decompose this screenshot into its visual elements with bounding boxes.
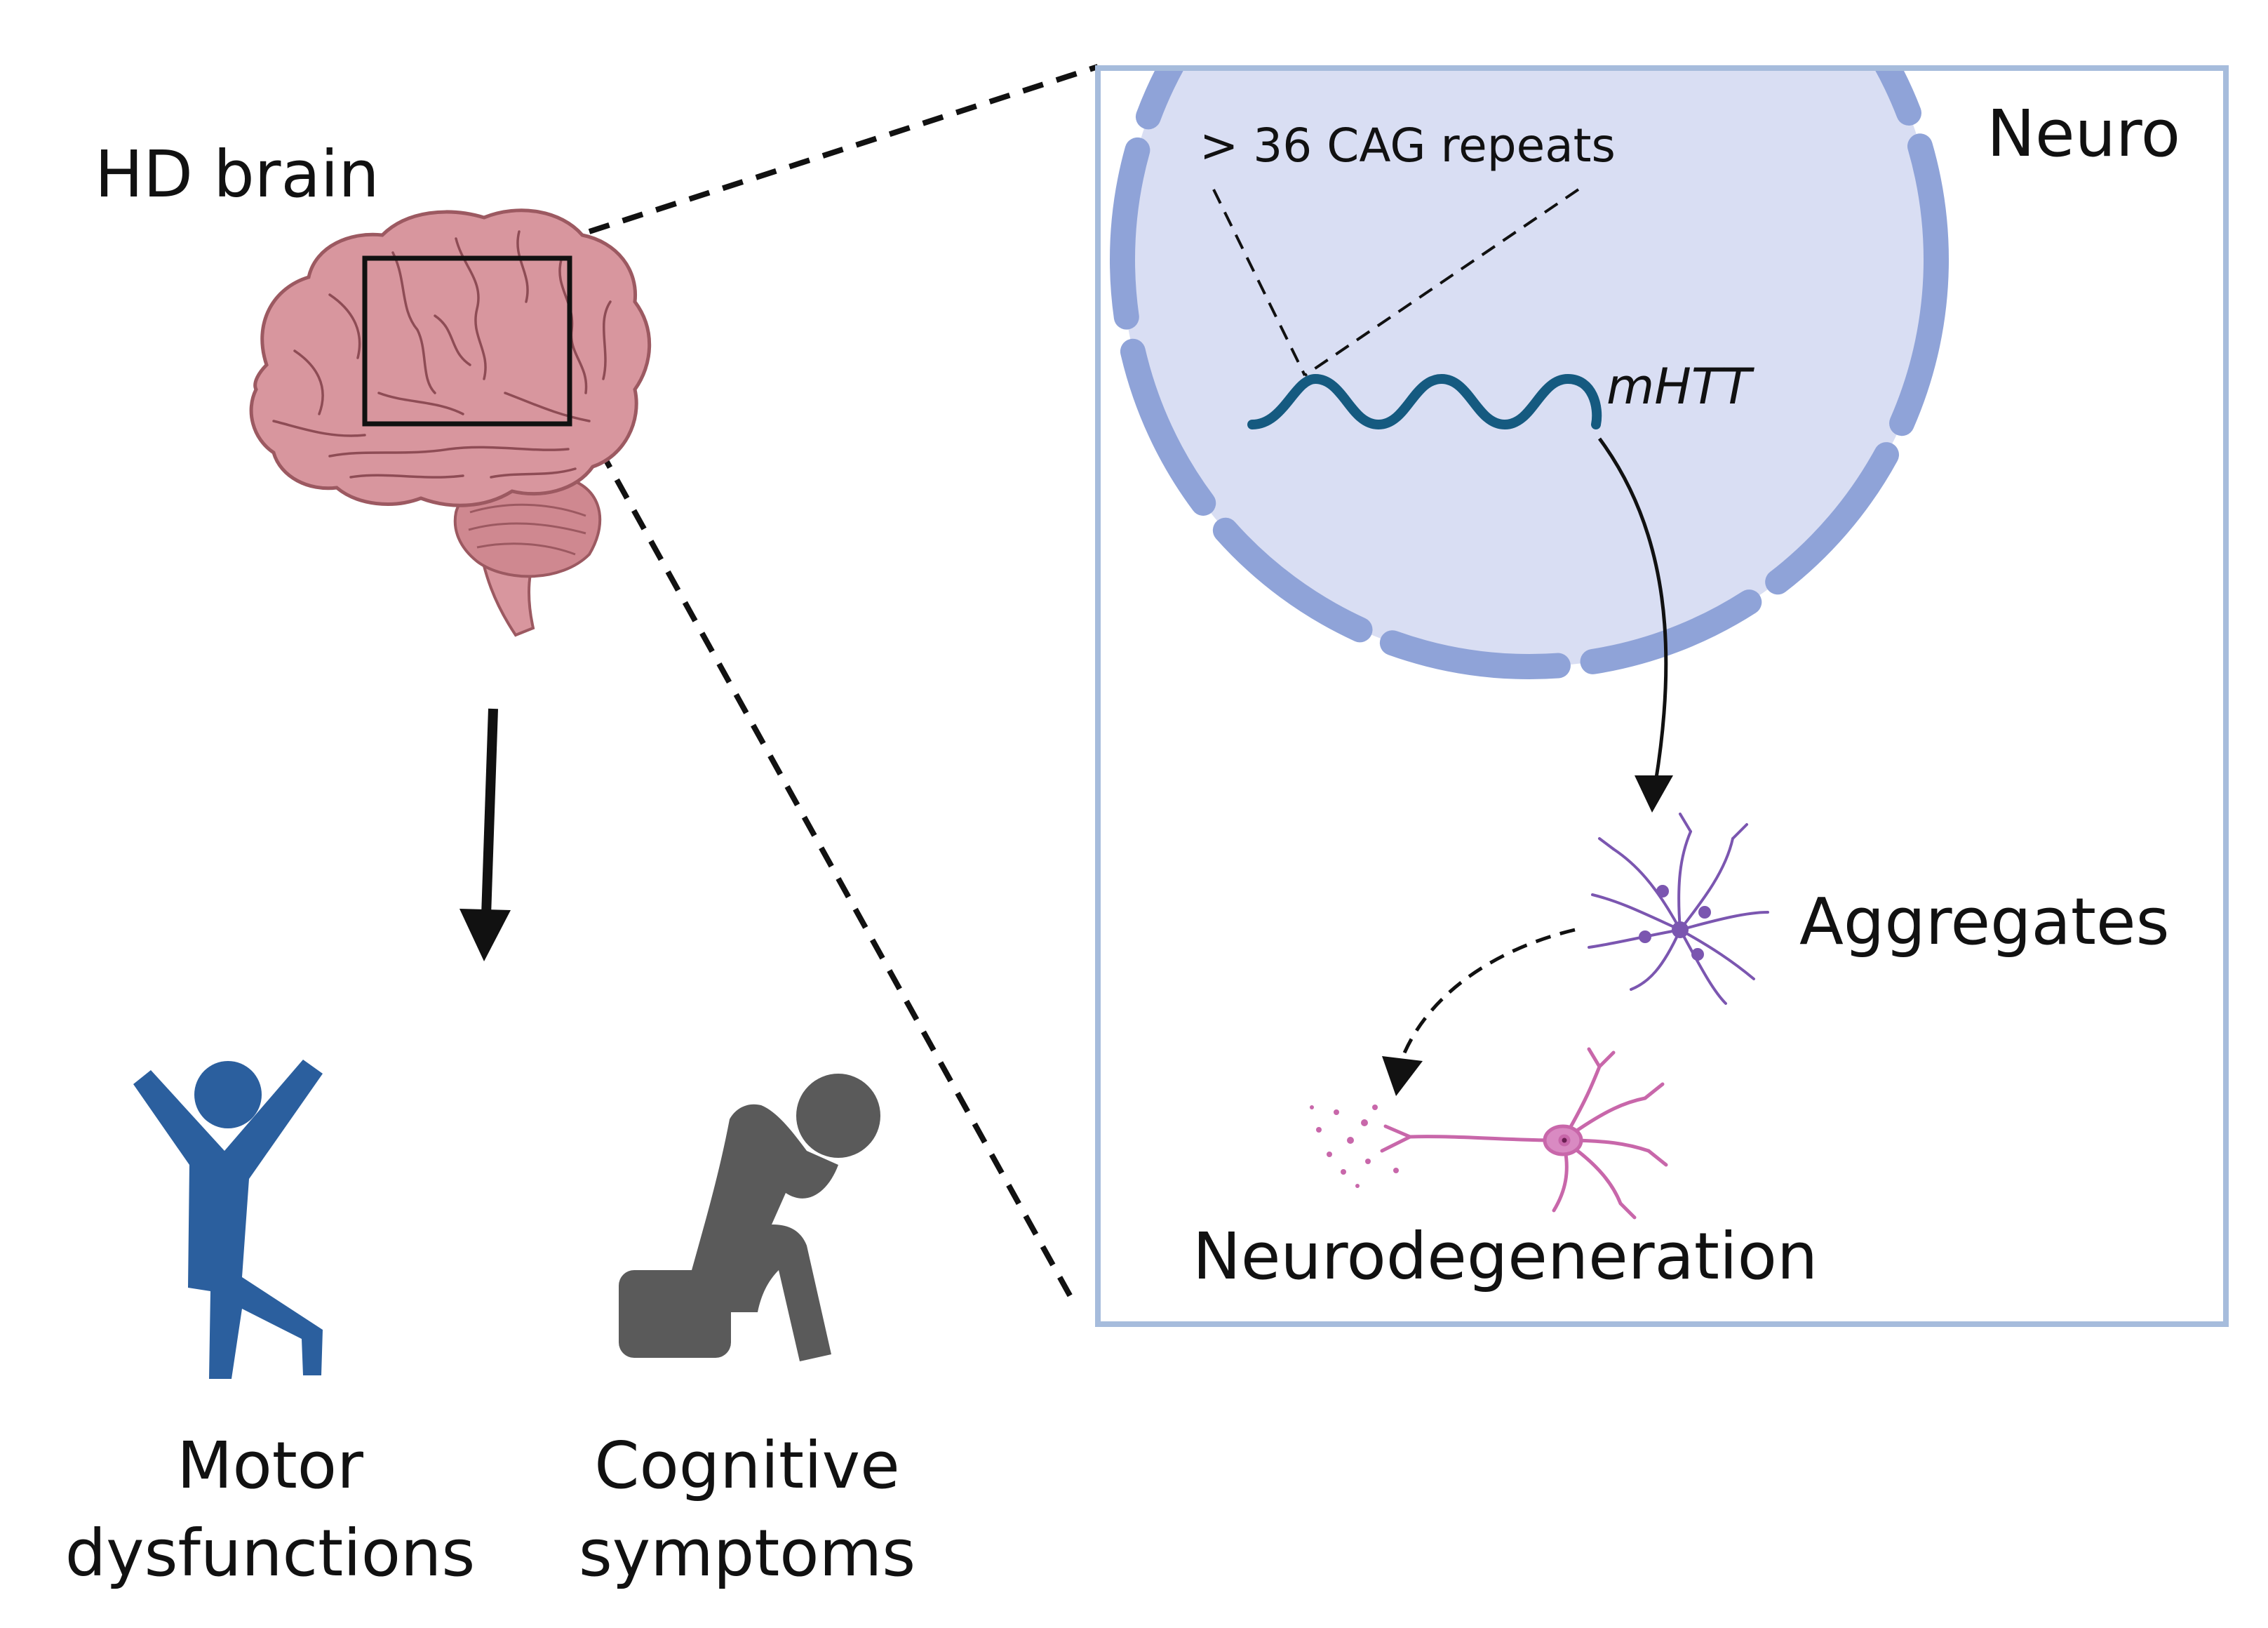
dancing-person-icon	[133, 1060, 323, 1379]
neurodegeneration-label: Neurodegeneration	[1193, 1219, 1818, 1294]
distressed-seated-person-icon	[619, 1074, 880, 1361]
mhtt-strand	[1247, 373, 1602, 430]
cerebrum	[249, 208, 652, 507]
cag-pointer-right	[1303, 188, 1580, 377]
neuro-label: Neuro	[1987, 96, 2180, 171]
zoom-connector-top	[588, 64, 1099, 234]
brain-to-symptoms-arrowhead	[459, 909, 511, 961]
cognitive-label-line2: symptoms	[579, 1516, 915, 1591]
aggregate-neuron-icon	[1588, 813, 1769, 1005]
cognitive-label-line1: Cognitive	[594, 1428, 899, 1503]
brain-zoom-box	[362, 255, 572, 427]
motor-label-line1: Motor	[177, 1428, 363, 1503]
aggregates-to-neurodegeneration-arrowhead	[1382, 1056, 1423, 1096]
hd-brain-label: HD brain	[95, 137, 380, 212]
cag-repeats-label: > 36 CAG repeats	[1200, 119, 1616, 173]
brain-to-symptoms-arrow	[481, 708, 498, 916]
cag-pointer-left	[1212, 189, 1306, 376]
neuro-panel-border	[1095, 65, 2229, 1327]
mhtt-label: mHTT	[1606, 358, 1755, 415]
nucleus	[1122, 68, 1936, 667]
degenerating-neuron-icon	[1310, 1047, 1668, 1220]
nuclear-envelope	[1110, 68, 1949, 679]
brain-sulci	[272, 230, 612, 479]
neuro-panel: Neuro > 36 CAG repeats mHTT	[1095, 65, 2229, 1327]
aggregates-label: Aggregates	[1799, 884, 2170, 959]
mhtt-to-aggregates-arrowhead	[1635, 775, 1673, 813]
motor-label-line2: dysfunctions	[65, 1516, 476, 1591]
aggregates-to-neurodegeneration-arrow	[1401, 928, 1576, 1057]
mhtt-to-aggregates-arrow	[1597, 437, 1668, 783]
brain-icon	[249, 208, 652, 637]
zoom-connector-bottom	[597, 448, 1076, 1303]
